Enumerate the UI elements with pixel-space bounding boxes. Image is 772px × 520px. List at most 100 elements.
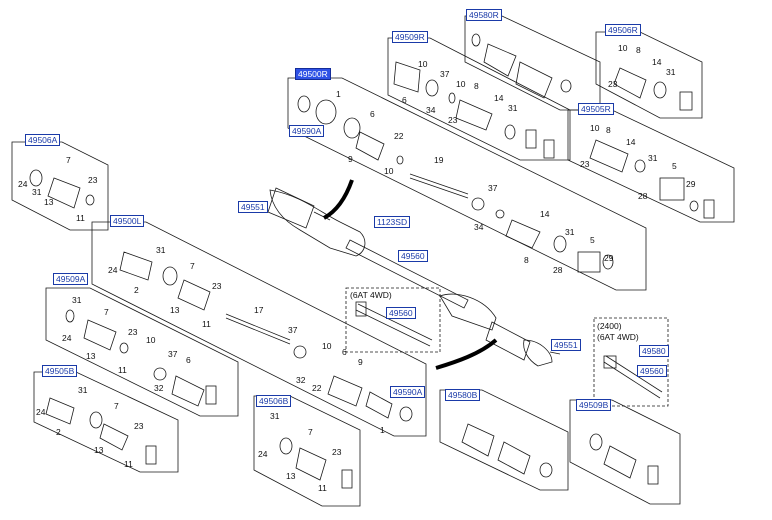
callout-number: 10	[418, 59, 428, 69]
callout-number: 13	[94, 445, 104, 455]
label-49500r[interactable]: 49500R	[295, 68, 331, 80]
callout-number: 31	[270, 411, 280, 421]
callout-number: 13	[44, 197, 54, 207]
callout-number: 8	[524, 255, 529, 265]
callout-number: 9	[348, 154, 353, 164]
callout-number: 10	[590, 123, 600, 133]
callout-number: 29	[604, 253, 614, 263]
lower-boot	[485, 321, 531, 361]
callout-number: 32	[154, 383, 164, 393]
label-49509a[interactable]: 49509A	[53, 273, 89, 285]
callout-number: 11	[202, 319, 211, 329]
label-49560-center[interactable]: 49560	[398, 250, 428, 262]
label-49506r[interactable]: 49506R	[605, 24, 641, 36]
callout-number: 24	[108, 265, 118, 275]
upper-boot	[267, 187, 315, 229]
callout-number: 7	[308, 427, 313, 437]
label-49590a-lower[interactable]: 49590A	[390, 386, 426, 398]
callout-number: 2	[134, 285, 139, 295]
callout-number: 23	[332, 447, 342, 457]
callout-number: 31	[648, 153, 658, 163]
callout-number: 31	[156, 245, 166, 255]
connector-stroke-lower	[435, 338, 498, 370]
callout-number: 7	[66, 155, 71, 165]
callout-number: 23	[134, 421, 144, 431]
label-49580-right[interactable]: 49580	[639, 345, 669, 357]
callout-number: 6	[186, 355, 191, 365]
callout-number: 10	[456, 79, 466, 89]
label-49500l[interactable]: 49500L	[110, 215, 145, 227]
callout-number: 10	[618, 43, 628, 53]
callout-number: 10	[384, 166, 394, 176]
callout-number: 6	[402, 95, 407, 105]
note-2400: (2400)	[597, 321, 622, 331]
panel-49509r	[387, 37, 571, 161]
callout-number: 1	[336, 89, 341, 99]
callout-number: 1	[380, 425, 385, 435]
callout-number: 31	[72, 295, 82, 305]
callout-number: 14	[540, 209, 550, 219]
upper-shaft-outline	[269, 189, 366, 257]
callout-number: 23	[580, 159, 590, 169]
note-6at-4wd-right: (6AT 4WD)	[597, 332, 639, 342]
label-49506a[interactable]: 49506A	[25, 134, 61, 146]
callout-number: 24	[36, 407, 46, 417]
label-1123sd[interactable]: 1123SD	[374, 216, 411, 228]
callout-number: 23	[212, 281, 222, 291]
label-49551-upper[interactable]: 49551	[238, 201, 268, 213]
panel-49500r	[287, 77, 647, 291]
label-49505b[interactable]: 49505B	[42, 365, 78, 377]
callout-number: 13	[86, 351, 96, 361]
callout-number: 13	[170, 305, 180, 315]
callout-number: 31	[78, 385, 88, 395]
callout-number: 23	[608, 79, 618, 89]
callout-number: 22	[394, 131, 404, 141]
label-49551-lower[interactable]: 49551	[551, 339, 581, 351]
callout-number: 24	[18, 179, 28, 189]
callout-number: 8	[636, 45, 641, 55]
label-49560-right[interactable]: 49560	[637, 365, 667, 377]
callout-number: 31	[508, 103, 518, 113]
callout-number: 31	[565, 227, 575, 237]
callout-number: 24	[258, 449, 268, 459]
note-6at-4wd-center: (6AT 4WD)	[350, 290, 392, 300]
callout-number: 8	[606, 125, 611, 135]
callout-number: 17	[254, 305, 264, 315]
callout-number: 34	[474, 222, 484, 232]
callout-number: 28	[553, 265, 563, 275]
callout-number: 2	[56, 427, 61, 437]
label-49580r[interactable]: 49580R	[466, 9, 502, 21]
panel-49509a	[45, 287, 239, 417]
callout-number: 10	[146, 335, 156, 345]
center-joint	[439, 293, 497, 331]
panel-49509b	[569, 399, 681, 505]
callout-number: 23	[88, 175, 98, 185]
callout-number: 24	[62, 333, 72, 343]
panel-49580b	[439, 389, 569, 491]
callout-number: 11	[124, 459, 133, 469]
callout-number: 14	[494, 93, 504, 103]
callout-number: 32	[296, 375, 306, 385]
callout-number: 9	[358, 357, 363, 367]
callout-number: 19	[434, 155, 444, 165]
label-49506b[interactable]: 49506B	[256, 395, 292, 407]
callout-number: 23	[448, 115, 458, 125]
callout-number: 6	[342, 347, 347, 357]
label-49509b[interactable]: 49509B	[576, 399, 612, 411]
callout-number: 31	[32, 187, 42, 197]
callout-number: 37	[488, 183, 498, 193]
callout-number: 6	[370, 109, 375, 119]
callout-number: 37	[168, 349, 178, 359]
callout-number: 14	[652, 57, 662, 67]
lower-hub	[523, 339, 553, 367]
center-shaft	[345, 239, 469, 309]
callout-number: 11	[118, 365, 127, 375]
callout-number: 29	[686, 179, 696, 189]
label-49560-4wd[interactable]: 49560	[386, 307, 416, 319]
label-49509r[interactable]: 49509R	[392, 31, 428, 43]
label-49590a-upper[interactable]: 49590A	[289, 125, 325, 137]
callout-number: 10	[322, 341, 332, 351]
label-49505r[interactable]: 49505R	[578, 103, 614, 115]
label-49580b[interactable]: 49580B	[445, 389, 481, 401]
